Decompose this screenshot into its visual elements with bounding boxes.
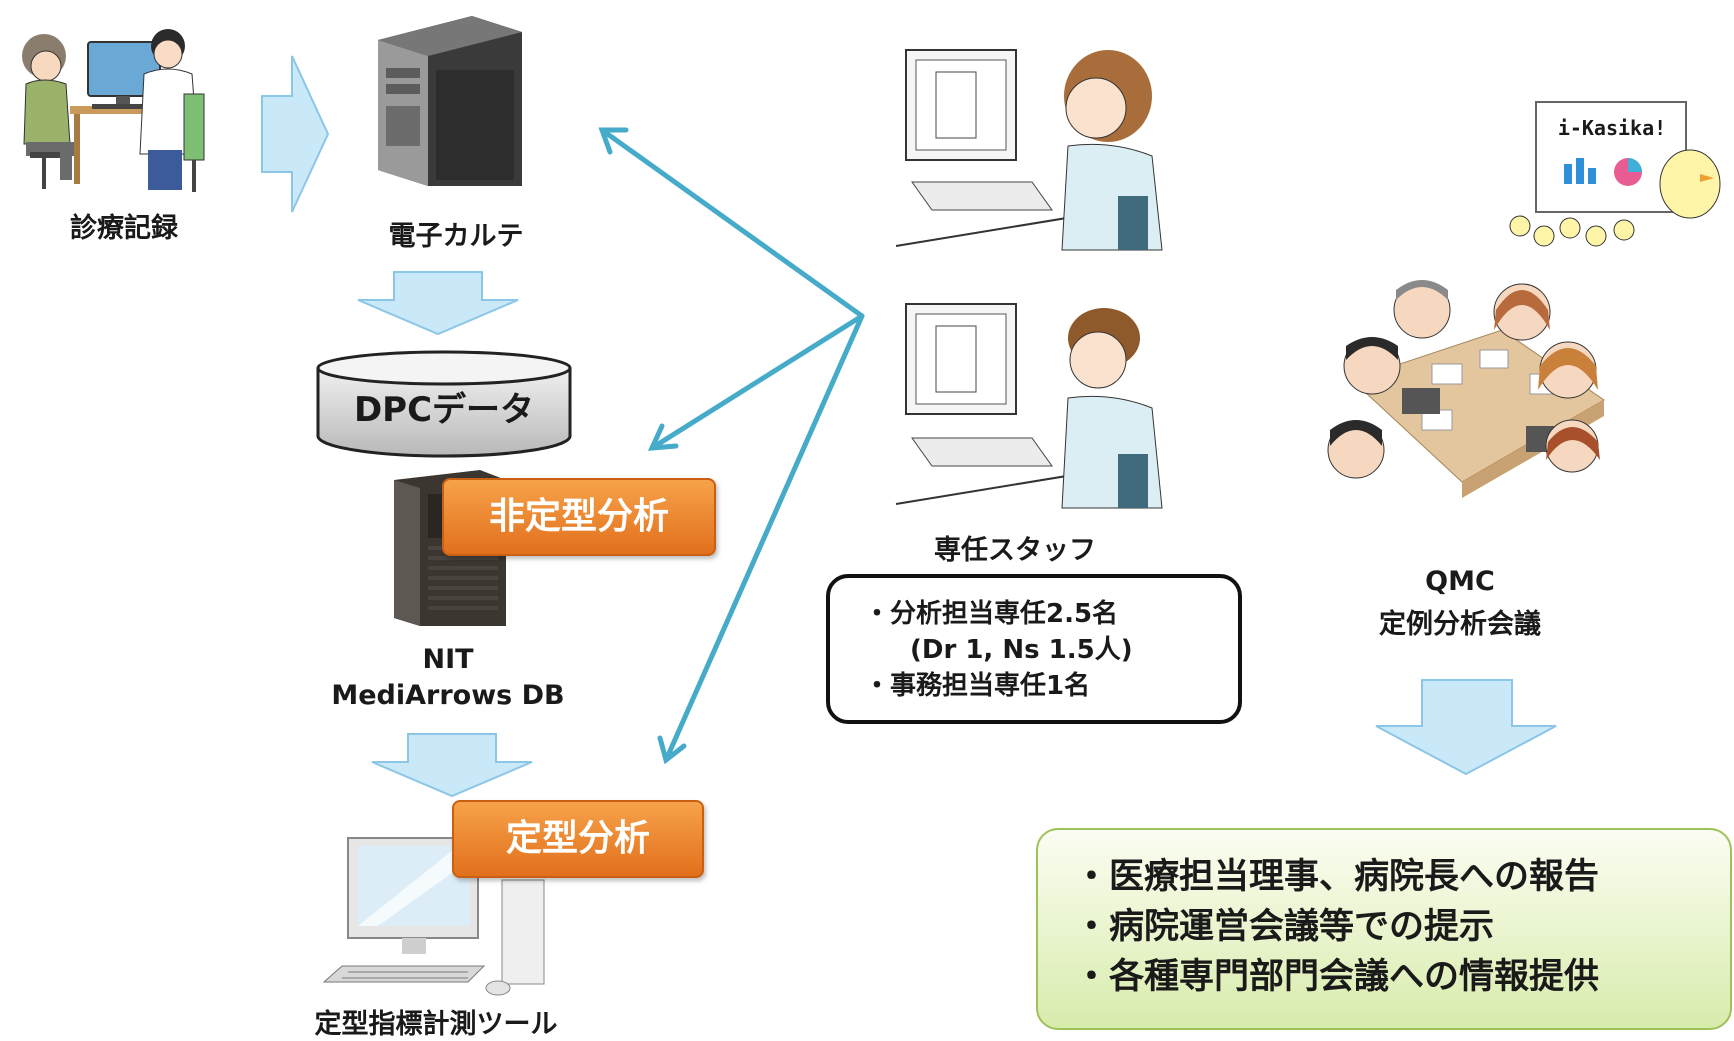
structured-analysis-tag: 定型分析 [452, 800, 704, 878]
nit-label-line2: MediArrows DB [331, 680, 565, 711]
medical-record-label: 診療記録 [70, 213, 178, 244]
nit-label-line1: NIT [422, 644, 474, 675]
unstructured-analysis-tag: 非定型分析 [442, 478, 716, 556]
doctor-patient-illustration [22, 29, 205, 192]
staff-detail-box: ・分析担当専任2.5名 (Dr 1, Ns 1.5人) ・事務担当専任1名 [826, 574, 1242, 724]
meeting-illustration [1327, 280, 1605, 498]
qmc-label-line2: 定例分析会議 [1379, 609, 1541, 640]
staff-man-illustration [895, 303, 1163, 509]
outcome-item: ・医療担当理事、病院長への報告 [1074, 857, 1600, 897]
staff-woman-illustration [895, 49, 1163, 251]
qmc-label-line1: QMC [1425, 566, 1495, 597]
dpc-data-label: DPCデータ [353, 390, 535, 430]
staff-detail-line2: (Dr 1, Ns 1.5人) [910, 635, 1133, 665]
staff-label: 専任スタッフ [934, 535, 1096, 566]
indicator-tool-label: 定型指標計測ツール [314, 1009, 558, 1040]
flow-arrow-down-3 [1375, 679, 1557, 776]
outcomes-box: ・医療担当理事、病院長への報告 ・病院運営会議等での提示 ・各種専門部門会議への… [1036, 828, 1732, 1030]
flow-arrow-down-1 [357, 271, 519, 336]
flow-arrow-down-2 [371, 733, 533, 798]
dpc-database-cylinder [316, 350, 572, 458]
ehr-label: 電子カルテ [388, 221, 524, 252]
staff-detail-line3: ・事務担当専任1名 [864, 671, 1091, 701]
desktop-computer-icon [322, 837, 545, 996]
whiteboard-text: i-Kasika! [1557, 116, 1667, 140]
flow-arrow-right [261, 55, 330, 213]
server-tower-icon [378, 16, 522, 186]
whiteboard-chicks-illustration [1509, 101, 1721, 247]
outcome-item: ・病院運営会議等での提示 [1074, 907, 1495, 947]
staff-detail-line1: ・分析担当専任2.5名 [864, 599, 1119, 629]
outcome-item: ・各種専門部門会議への情報提供 [1074, 957, 1600, 997]
